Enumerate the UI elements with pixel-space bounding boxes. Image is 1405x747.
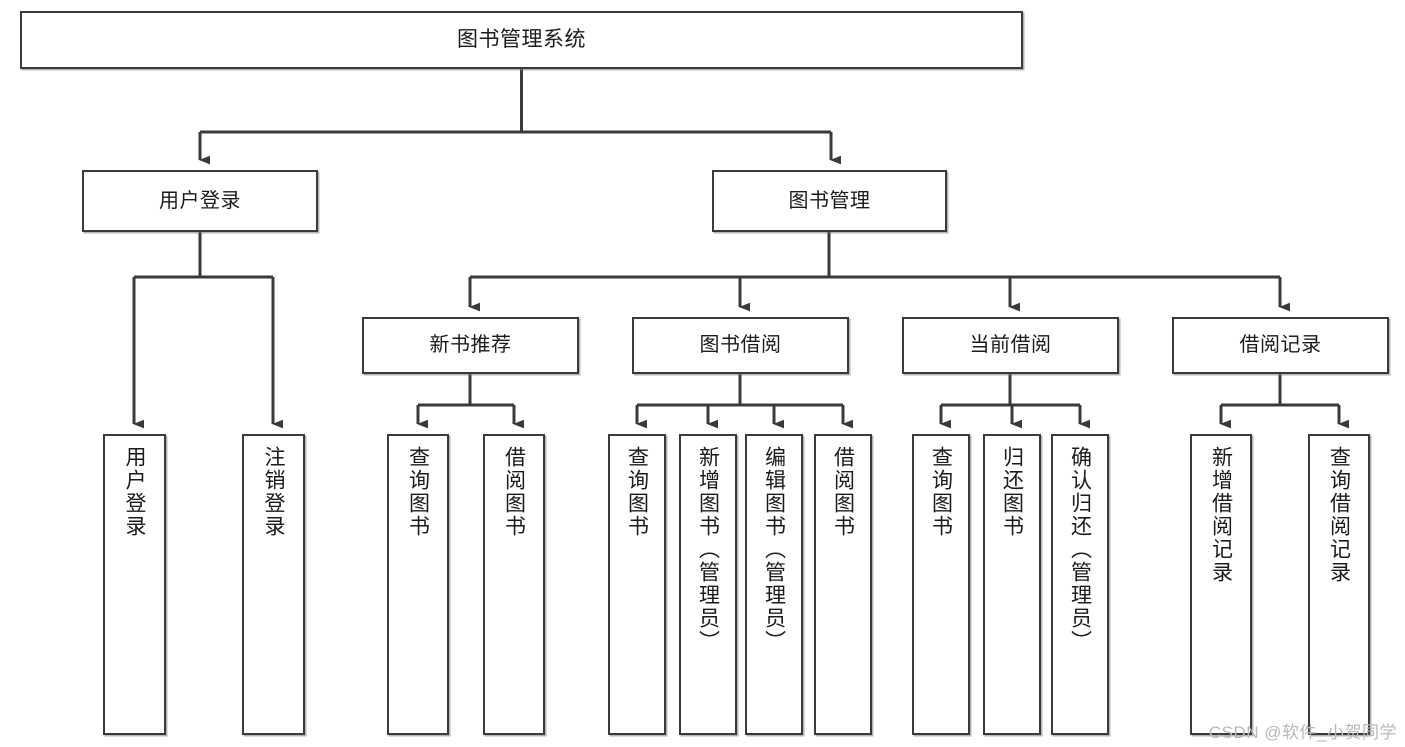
node-user-login-label: 用户登录 xyxy=(159,189,241,212)
node-current-borrow-label: 当前借阅 xyxy=(969,334,1052,356)
node-borrow-record-label: 借阅记录 xyxy=(1239,334,1322,356)
node-leaf-edit-book-label: 编辑图书（管理员） xyxy=(762,446,786,653)
watermark-text: CSDN @软件_小贺同学 xyxy=(1208,723,1397,742)
node-leaf-return-book-label: 归还图书 xyxy=(1000,446,1024,538)
node-leaf-query-book-1-label: 查询图书 xyxy=(406,446,430,538)
node-leaf-user-login[interactable]: 用户登录 xyxy=(103,434,166,735)
node-leaf-add-book-label: 新增图书（管理员） xyxy=(696,446,720,653)
node-leaf-user-logout[interactable]: 注销登录 xyxy=(242,434,305,735)
node-leaf-query-book-2-label: 查询图书 xyxy=(625,446,649,538)
node-leaf-query-book-3-label: 查询图书 xyxy=(929,446,953,538)
node-root[interactable]: 图书管理系统 xyxy=(20,11,1023,69)
node-current-borrow[interactable]: 当前借阅 xyxy=(902,317,1119,374)
node-book-manage[interactable]: 图书管理 xyxy=(712,170,947,232)
node-user-login[interactable]: 用户登录 xyxy=(82,170,318,232)
node-root-label: 图书管理系统 xyxy=(457,27,586,51)
node-new-book-rec[interactable]: 新书推荐 xyxy=(362,317,579,374)
node-leaf-add-book[interactable]: 新增图书（管理员） xyxy=(679,434,737,735)
node-leaf-edit-book[interactable]: 编辑图书（管理员） xyxy=(745,434,803,735)
node-leaf-borrow-book-2[interactable]: 借阅图书 xyxy=(814,434,872,735)
node-leaf-confirm-return-label: 确认归还（管理员） xyxy=(1068,446,1092,653)
node-leaf-return-book[interactable]: 归还图书 xyxy=(983,434,1041,735)
node-book-manage-label: 图书管理 xyxy=(788,189,871,212)
node-leaf-query-record-label: 查询借阅记录 xyxy=(1327,446,1351,584)
node-leaf-query-book-3[interactable]: 查询图书 xyxy=(912,434,970,735)
node-leaf-user-logout-label: 注销登录 xyxy=(262,446,285,538)
node-borrow-record[interactable]: 借阅记录 xyxy=(1172,317,1389,374)
node-leaf-query-record[interactable]: 查询借阅记录 xyxy=(1308,434,1370,735)
node-leaf-borrow-book-2-label: 借阅图书 xyxy=(831,446,855,538)
node-leaf-query-book-2[interactable]: 查询图书 xyxy=(608,434,666,735)
node-book-borrow[interactable]: 图书借阅 xyxy=(632,317,849,374)
node-leaf-add-record[interactable]: 新增借阅记录 xyxy=(1190,434,1252,735)
node-new-book-rec-label: 新书推荐 xyxy=(429,334,512,356)
node-leaf-borrow-book-1[interactable]: 借阅图书 xyxy=(483,434,545,735)
node-leaf-query-book-1[interactable]: 查询图书 xyxy=(387,434,449,735)
node-leaf-borrow-book-1-label: 借阅图书 xyxy=(502,446,526,538)
node-leaf-confirm-return[interactable]: 确认归还（管理员） xyxy=(1051,434,1109,735)
node-leaf-user-login-label: 用户登录 xyxy=(123,446,146,538)
node-leaf-add-record-label: 新增借阅记录 xyxy=(1209,446,1233,584)
node-book-borrow-label: 图书借阅 xyxy=(699,334,782,356)
